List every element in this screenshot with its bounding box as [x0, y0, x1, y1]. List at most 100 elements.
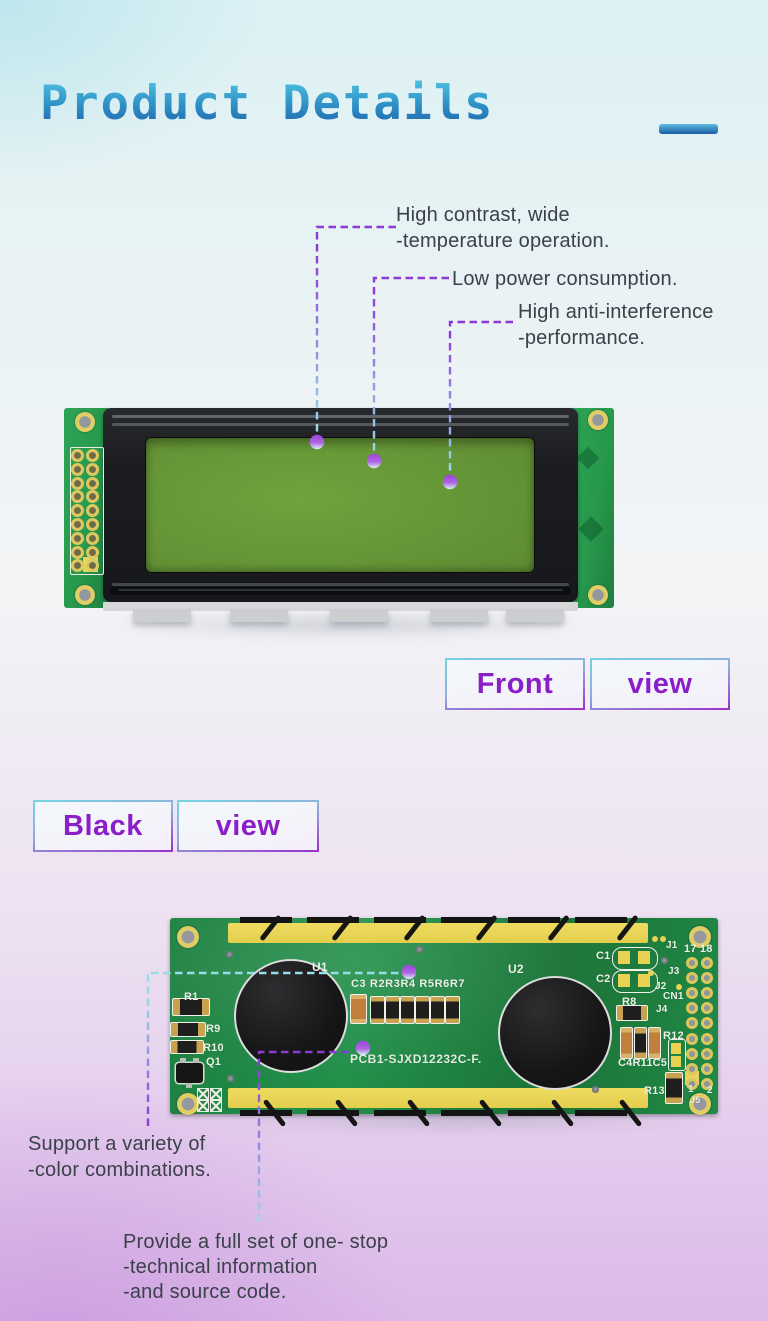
mount-hole	[689, 1093, 711, 1115]
front-pin-header-outline	[70, 447, 104, 575]
front-tab	[330, 609, 388, 622]
silk-label-c2: C2	[596, 973, 611, 985]
transistor-lead	[186, 1083, 192, 1088]
connector-line-high-contrast	[315, 225, 396, 433]
solder-pad	[638, 951, 650, 964]
mount-hole	[689, 926, 711, 948]
back-pin-hole	[701, 987, 713, 1000]
front-pin-hole	[86, 476, 99, 490]
silk-label-part-number: PCB1-SJXD12232C-F.	[350, 1052, 482, 1066]
back-pin-hole	[701, 1047, 713, 1060]
back-pin-hole	[701, 972, 713, 985]
mount-hole	[177, 1093, 199, 1115]
fiducial-mark	[197, 1100, 209, 1112]
annotation-line: High anti-interference	[518, 301, 714, 323]
front-tab	[430, 609, 488, 622]
silk-label-j5: J5	[690, 1095, 701, 1105]
annotation-line: Provide a full set of one- stop	[123, 1231, 389, 1253]
annotation-line: -performance.	[518, 327, 646, 349]
annotation-high-contrast: High contrast, wide -temperature operati…	[396, 202, 610, 254]
silk-label-r12: R12	[663, 1030, 684, 1042]
solder-pad	[618, 974, 630, 987]
back-pin-hole	[686, 957, 698, 969]
annotation-one-stop: Provide a full set of one- stop -technic…	[123, 1230, 388, 1305]
via	[661, 957, 668, 964]
front-pin-hole	[71, 504, 84, 518]
mount-hole	[177, 926, 199, 948]
via	[592, 1086, 599, 1093]
black-view-button-1[interactable]: Black	[33, 800, 173, 852]
front-view-button-2[interactable]: view	[590, 658, 730, 710]
annotation-line: Support a variety of	[28, 1133, 206, 1155]
resistor-r5	[415, 996, 430, 1024]
cap-c2-pads	[612, 970, 658, 993]
annotation-color-combinations: Support a variety of -color combinations…	[28, 1131, 211, 1183]
resistor-r8	[616, 1005, 648, 1021]
front-view-button-label: view	[592, 660, 728, 708]
resistor-r9	[170, 1022, 206, 1037]
back-pin-hole	[701, 1032, 713, 1045]
lcd-screen	[145, 437, 535, 573]
silk-label-c1: C1	[596, 950, 611, 962]
silk-label-pin1: 1	[688, 1084, 694, 1095]
front-tab	[506, 609, 564, 622]
silk-label-u2: U2	[508, 962, 524, 976]
front-pin-hole	[71, 559, 84, 573]
annotation-line: -temperature operation.	[396, 230, 610, 252]
bezel-groove	[118, 589, 563, 591]
silk-label-r10: R10	[203, 1042, 224, 1054]
resistor-r2	[370, 996, 385, 1024]
front-pin-hole	[86, 518, 99, 531]
silk-label-pin2: 2	[707, 1085, 713, 1096]
solder-pad	[648, 970, 654, 976]
annotation-line: -color combinations.	[28, 1159, 211, 1181]
back-pin-hole	[686, 1032, 698, 1045]
bezel-ridge	[112, 423, 569, 426]
front-pin-hole	[71, 449, 84, 462]
page-title: Product Details	[40, 76, 494, 131]
back-pin-hole	[686, 1077, 698, 1090]
cap-c3	[350, 994, 367, 1024]
solder-pad	[671, 1043, 681, 1054]
back-pin-hole	[701, 1062, 713, 1075]
front-pin-hole	[86, 462, 99, 476]
front-pin-hole	[86, 531, 99, 545]
back-pin-hole	[686, 1062, 698, 1075]
front-pin-hole	[71, 518, 84, 531]
page-title-text: Product Details	[40, 76, 494, 131]
front-pin-hole	[86, 449, 99, 462]
transistor-q1	[176, 1063, 203, 1083]
bezel-groove	[110, 587, 571, 595]
transistor-lead	[193, 1058, 199, 1063]
silk-label-j3: J3	[668, 966, 680, 977]
silk-label-r1: R1	[184, 991, 199, 1003]
silk-label-r9: R9	[206, 1023, 221, 1035]
front-view-button-1[interactable]: Front	[445, 658, 585, 710]
r12-pads	[668, 1039, 686, 1071]
resistor-r6	[430, 996, 445, 1024]
back-pin-hole	[686, 972, 698, 985]
bezel-ridge	[112, 415, 569, 418]
cap-c4	[620, 1027, 633, 1059]
cap-c5	[648, 1027, 661, 1059]
annotation-line: -technical information	[123, 1256, 318, 1278]
resistor-r7	[445, 996, 460, 1024]
black-view-button-2[interactable]: view	[177, 800, 319, 852]
black-view-button-label: Black	[35, 802, 171, 850]
via	[416, 946, 423, 953]
silk-label-pins-top: 17 18	[684, 943, 713, 955]
front-pin-hole	[86, 504, 99, 518]
silk-label-j2: J2	[655, 981, 667, 992]
resistor-r4	[400, 996, 415, 1024]
front-pin-hole	[71, 462, 84, 476]
cap-c1-pads	[612, 947, 658, 970]
front-tab	[133, 609, 191, 622]
mount-hole	[588, 410, 608, 430]
silk-label-r8: R8	[622, 996, 637, 1008]
silk-label-u1: U1	[312, 960, 328, 974]
solder-pad	[660, 936, 666, 942]
fiducial-mark	[210, 1088, 222, 1100]
back-bottom-contact-strip	[228, 1088, 648, 1108]
back-pin-hole	[701, 1077, 713, 1090]
